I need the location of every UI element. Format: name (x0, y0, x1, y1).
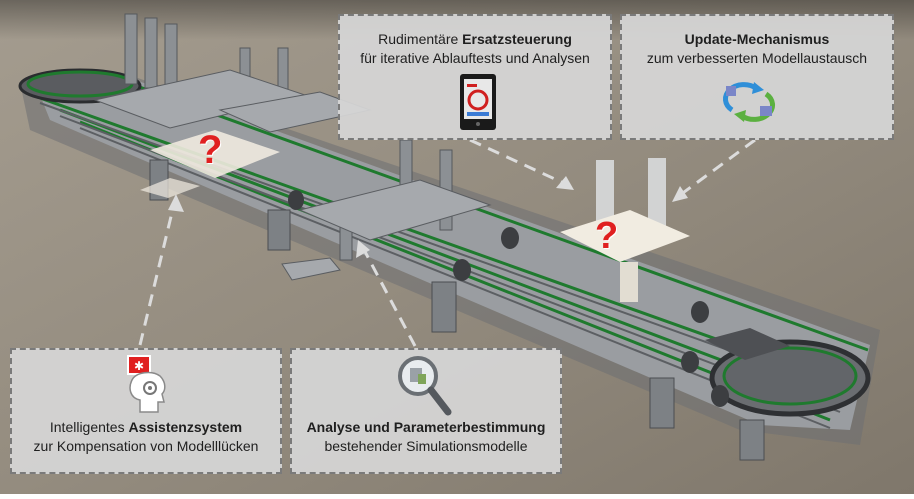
card-assistenzsystem: ✱ Intelligentes Assistenzsystem zur Komp… (10, 348, 282, 474)
question-mark-left: ? (198, 128, 223, 172)
unknown-module-left (140, 130, 280, 198)
card-analyse: Analyse und Parameterbestimmung bestehen… (290, 348, 562, 474)
card-update-subtitle: zum verbesserten Modellaustausch (646, 50, 868, 66)
tablet-icon (460, 74, 496, 130)
card-ersatzsteuerung-subtitle: für iterative Ablauftests und Analysen (360, 50, 590, 66)
card-update-mechanismus: Update-Mechanismus zum verbesserten Mode… (620, 14, 894, 140)
card-ersatzsteuerung: Rudimentäre Ersatzsteuerung für iterativ… (338, 14, 612, 140)
question-mark-right: ? (595, 215, 619, 257)
card-analyse-subtitle: bestehender Simulationsmodelle (324, 438, 528, 454)
connector-arrows (138, 138, 756, 347)
card-analyse-heading: Analyse und Parameterbestimmung (306, 419, 546, 435)
card-assistenzsystem-subtitle: zur Kompensation von Modelllücken (33, 438, 259, 454)
card-assistenzsystem-heading: Intelligentes Assistenzsystem (49, 419, 243, 435)
head-gear-icon: ✱ (127, 355, 166, 413)
svg-text:✱: ✱ (134, 359, 144, 373)
magnifier-icon (398, 356, 452, 416)
card-update-heading: Update-Mechanismus (684, 31, 830, 47)
unknown-module-right (560, 158, 690, 302)
card-ersatzsteuerung-heading: Rudimentäre Ersatzsteuerung (378, 31, 572, 47)
exchange-arrows-icon (722, 82, 776, 122)
